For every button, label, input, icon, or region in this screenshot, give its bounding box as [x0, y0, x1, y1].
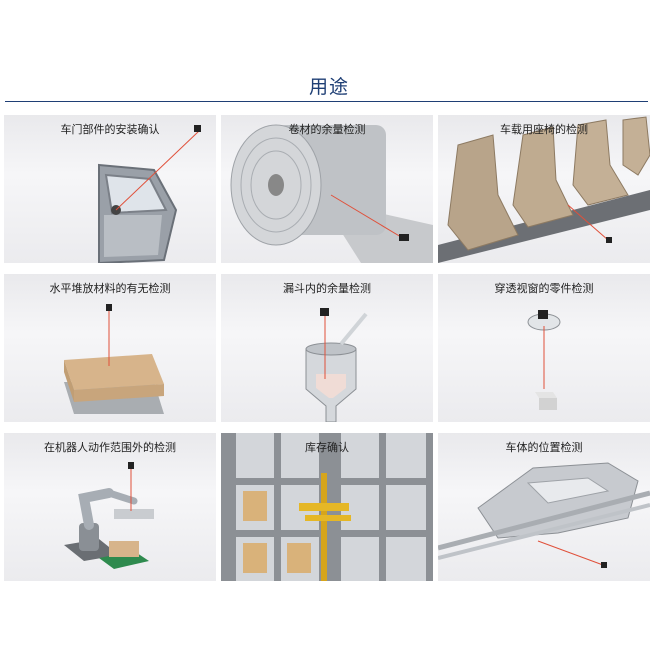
- application-card-robot[interactable]: 在机器人动作范围外的检测: [4, 433, 216, 581]
- application-label: 车门部件的安装确认: [60, 123, 160, 136]
- application-card-window[interactable]: 穿透视窗的零件检测: [438, 274, 650, 422]
- roll-illustration: [230, 124, 433, 263]
- board-illustration: [64, 304, 164, 414]
- application-card-hopper[interactable]: 漏斗内的余量检测: [221, 274, 433, 422]
- title-divider: [5, 101, 648, 102]
- application-label: 车体的位置检测: [505, 441, 583, 454]
- application-label: 漏斗内的余量检测: [283, 282, 371, 295]
- application-label: 车载用座椅的检测: [500, 123, 588, 136]
- application-card-shelf[interactable]: 库存确认: [221, 433, 433, 581]
- application-card-roll[interactable]: 卷材的余量检测: [221, 115, 433, 263]
- application-label: 水平堆放材料的有无检测: [49, 282, 171, 295]
- car-body-illustration: [438, 462, 650, 568]
- hopper-illustration: [305, 308, 368, 422]
- page-title: 用途: [308, 76, 349, 98]
- application-grid: 车门部件的安装确认 卷材的余量检测 车载用座椅的检测: [4, 115, 650, 581]
- door-illustration: [98, 125, 201, 263]
- robot-illustration: [64, 462, 154, 569]
- window-illustration: [527, 310, 561, 410]
- application-card-door[interactable]: 车门部件的安装确认: [4, 115, 216, 263]
- application-card-body[interactable]: 车体的位置检测: [438, 433, 650, 581]
- application-label: 库存确认: [305, 441, 349, 454]
- application-label: 在机器人动作范围外的检测: [44, 441, 176, 454]
- application-label: 穿透视窗的零件检测: [494, 282, 594, 295]
- application-label: 卷材的余量检测: [288, 123, 366, 136]
- application-card-board[interactable]: 水平堆放材料的有无检测: [4, 274, 216, 422]
- application-card-seats[interactable]: 车载用座椅的检测: [438, 115, 650, 263]
- seats-illustration: [438, 116, 650, 263]
- shelf-illustration: [221, 433, 433, 581]
